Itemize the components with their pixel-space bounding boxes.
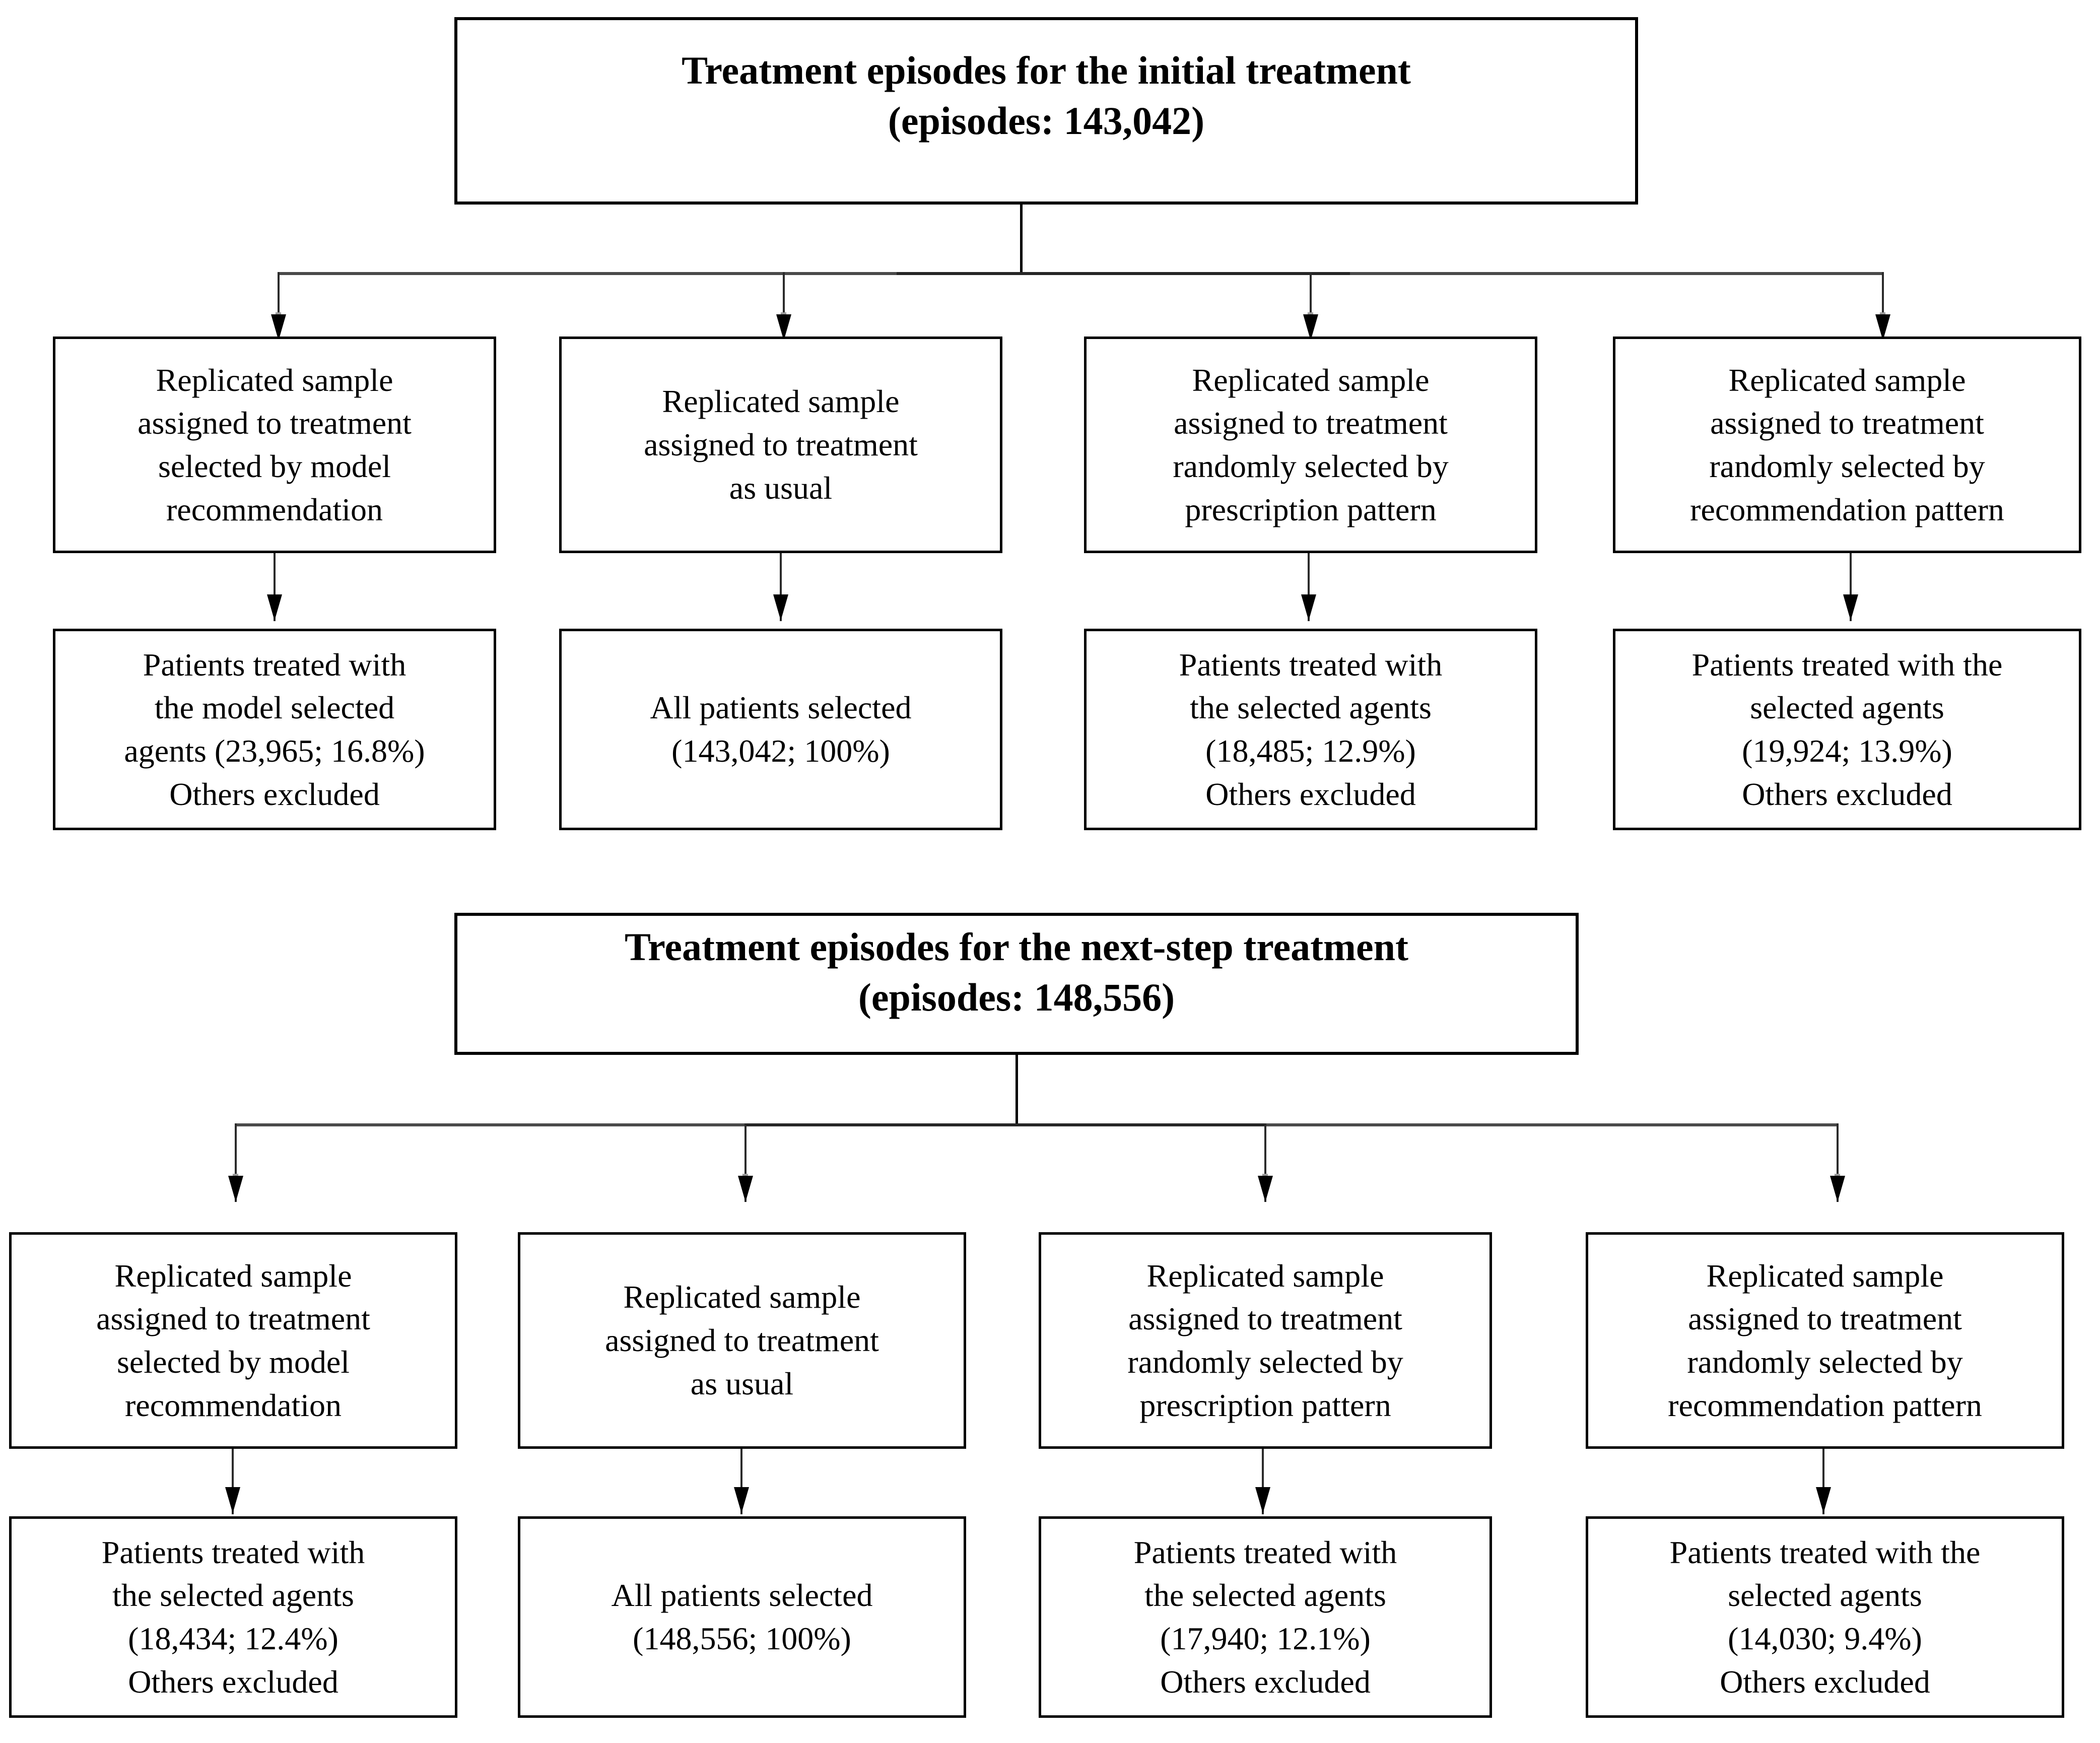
- section-1-branch-drop-3: [1310, 272, 1312, 340]
- section-1-title-line2: (episodes: 143,042): [888, 98, 1205, 143]
- section-1-title-line1: Treatment episodes for the initial treat…: [682, 48, 1411, 92]
- section-2-outcome-arrowhead-4: [1816, 1487, 1831, 1513]
- section-1-branch-drop-1: [278, 272, 280, 340]
- section-2-assignment-text-1: Replicated sample assigned to treatment …: [96, 1257, 370, 1423]
- section-2-outcome-arrowhead-3: [1255, 1487, 1270, 1513]
- section-2-outcome-connector-4: [1822, 1449, 1824, 1514]
- section-2-branch-drop-2: [744, 1123, 747, 1202]
- section-2-branch-bus-right: [1264, 1123, 1839, 1126]
- section-2-branch-bus-left: [235, 1123, 750, 1126]
- section-2-branch-drop-1: [235, 1123, 237, 1202]
- section-1-assignment-box-3: Replicated sample assigned to treatment …: [1084, 337, 1537, 553]
- section-2-outcome-text-4: Patients treated with the selected agent…: [1669, 1534, 1981, 1700]
- section-1-outcome-arrowhead-3: [1301, 594, 1316, 621]
- section-1-outcome-text-4: Patients treated with the selected agent…: [1691, 646, 2003, 812]
- section-1-branch-arrowhead-4: [1875, 314, 1890, 341]
- section-2-outcome-arrowhead-1: [225, 1487, 240, 1513]
- section-2-outcome-text-2: All patients selected (148,556; 100%): [611, 1577, 873, 1656]
- section-1-assignment-text-2: Replicated sample assigned to treatment …: [644, 383, 918, 506]
- section-1-assignment-box-4: Replicated sample assigned to treatment …: [1613, 337, 2081, 553]
- section-2-assignment-box-4: Replicated sample assigned to treatment …: [1586, 1232, 2064, 1449]
- section-2-assignment-text-4: Replicated sample assigned to treatment …: [1668, 1257, 1982, 1423]
- section-1-title-box: [454, 17, 1638, 205]
- section-1-outcome-box-2: All patients selected (143,042; 100%): [559, 629, 1002, 830]
- section-1-outcome-box-1: Patients treated with the model selected…: [53, 629, 496, 830]
- section-2-outcome-connector-3: [1262, 1449, 1264, 1514]
- section-1-outcome-connector-4: [1850, 553, 1852, 621]
- section-1-branch-bus-right: [1350, 272, 1884, 275]
- section-1-branch-drop-2: [783, 272, 785, 340]
- section-2-outcome-box-3: Patients treated with the selected agent…: [1039, 1516, 1492, 1718]
- section-2-outcome-connector-1: [232, 1449, 234, 1514]
- section-2-title-line1: Treatment episodes for the next-step tre…: [624, 925, 1409, 969]
- section-1-outcome-arrowhead-1: [267, 594, 282, 621]
- section-1-outcome-connector-3: [1308, 553, 1310, 621]
- section-1-outcome-text-1: Patients treated with the model selected…: [124, 646, 425, 812]
- section-2-outcome-box-4: Patients treated with the selected agent…: [1586, 1516, 2064, 1718]
- section-2-assignment-box-1: Replicated sample assigned to treatment …: [9, 1232, 457, 1449]
- section-1-outcome-arrowhead-2: [773, 594, 788, 621]
- section-2-assignment-box-2: Replicated sample assigned to treatment …: [518, 1232, 966, 1449]
- section-2-outcome-arrowhead-2: [734, 1487, 749, 1513]
- section-1-outcome-connector-2: [780, 553, 782, 621]
- section-1-outcome-arrowhead-4: [1843, 594, 1858, 621]
- section-1-branch-drop-4: [1882, 272, 1884, 340]
- section-1-assignment-text-3: Replicated sample assigned to treatment …: [1173, 362, 1449, 527]
- section-1-branch-bus-center: [897, 272, 1405, 275]
- section-1-root-connector: [1020, 205, 1023, 274]
- section-1-branch-arrowhead-2: [776, 314, 791, 341]
- section-1-assignment-text-1: Replicated sample assigned to treatment …: [138, 362, 412, 527]
- section-1-outcome-box-3: Patients treated with the selected agent…: [1084, 629, 1537, 830]
- section-1-assignment-box-1: Replicated sample assigned to treatment …: [53, 337, 496, 553]
- section-2-branch-arrowhead-2: [738, 1176, 753, 1202]
- section-1-branch-arrowhead-1: [271, 314, 286, 341]
- section-1-outcome-text-3: Patients treated with the selected agent…: [1179, 646, 1443, 812]
- section-2-title-box-sub: Treatment episodes for the next-step tre…: [454, 913, 1579, 1055]
- section-1-branch-bus-left: [278, 272, 1021, 275]
- section-2-outcome-box-1: Patients treated with the selected agent…: [9, 1516, 457, 1718]
- section-2-outcome-connector-2: [740, 1449, 742, 1514]
- section-2-branch-arrowhead-1: [228, 1176, 243, 1202]
- section-2-assignment-box-3: Replicated sample assigned to treatment …: [1039, 1232, 1492, 1449]
- section-2-title-line2: (episodes: 148,556): [858, 975, 1175, 1019]
- section-1-outcome-text-2: All patients selected (143,042; 100%): [650, 690, 912, 769]
- section-2-outcome-text-3: Patients treated with the selected agent…: [1133, 1534, 1397, 1700]
- section-2-title-box: [454, 913, 1579, 1055]
- section-1-outcome-connector-1: [274, 553, 276, 621]
- section-2-branch-bus-center: [744, 1123, 1268, 1126]
- section-2-root-connector: [1015, 1055, 1018, 1125]
- section-2-branch-arrowhead-4: [1830, 1176, 1845, 1202]
- section-1-title-box-sub: Treatment episodes for the initial treat…: [454, 17, 1638, 205]
- section-1-branch-arrowhead-3: [1303, 314, 1318, 341]
- section-2-branch-arrowhead-3: [1258, 1176, 1273, 1202]
- section-1-assignment-text-4: Replicated sample assigned to treatment …: [1690, 362, 2004, 527]
- section-2-branch-drop-4: [1837, 1123, 1839, 1202]
- section-2-outcome-text-1: Patients treated with the selected agent…: [101, 1534, 365, 1700]
- section-2-assignment-text-3: Replicated sample assigned to treatment …: [1127, 1257, 1403, 1423]
- section-2-outcome-box-2: All patients selected (148,556; 100%): [518, 1516, 966, 1718]
- section-1-outcome-box-4: Patients treated with the selected agent…: [1613, 629, 2081, 830]
- section-1-assignment-box-2: Replicated sample assigned to treatment …: [559, 337, 1002, 553]
- section-2-branch-drop-3: [1264, 1123, 1266, 1202]
- section-2-assignment-text-2: Replicated sample assigned to treatment …: [605, 1279, 879, 1401]
